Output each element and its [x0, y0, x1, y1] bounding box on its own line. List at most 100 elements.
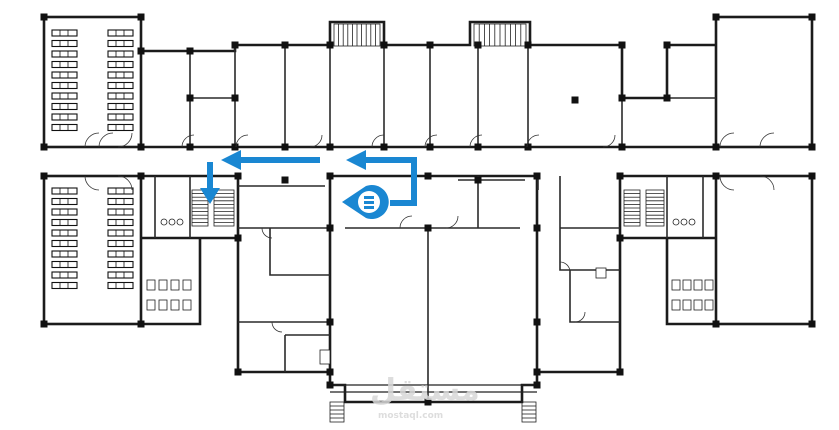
left-wing-lower: [42, 174, 143, 326]
location-badge[interactable]: [342, 185, 389, 219]
columns: [40, 13, 816, 406]
desk: [51, 60, 78, 69]
sink: [595, 267, 607, 279]
desk: [107, 39, 134, 48]
column: [380, 41, 388, 49]
column: [137, 47, 145, 55]
toilet-stall: [693, 299, 703, 311]
desk: [107, 123, 134, 132]
toilet-stall: [182, 279, 192, 291]
column: [426, 41, 434, 49]
column: [571, 96, 579, 104]
column: [524, 143, 532, 151]
desk: [51, 102, 78, 111]
column: [474, 143, 482, 151]
desk: [107, 29, 134, 37]
column: [533, 381, 541, 389]
navigation-route: [200, 150, 417, 206]
door: [559, 261, 571, 273]
column: [281, 41, 289, 49]
desk: [51, 113, 78, 121]
route-arrowhead-west: [221, 150, 241, 170]
desk: [51, 239, 78, 248]
column: [186, 94, 194, 102]
column: [618, 94, 626, 102]
column: [234, 234, 242, 242]
right-wing-lower: [714, 174, 814, 326]
column: [326, 368, 334, 376]
watermark: مستقل mostaql.com: [370, 373, 480, 421]
stairs: [191, 23, 665, 423]
toilet-stall: [158, 279, 168, 291]
desk: [51, 39, 78, 48]
column: [426, 143, 434, 151]
desk: [51, 92, 78, 100]
door: [117, 132, 133, 148]
elevator: [319, 349, 331, 365]
door: [399, 215, 413, 229]
door: [261, 227, 273, 239]
column: [808, 13, 816, 21]
desk: [51, 250, 78, 258]
sink: [672, 218, 680, 226]
desk: [51, 218, 78, 227]
column: [281, 176, 289, 184]
door: [469, 134, 483, 148]
door: [424, 134, 438, 148]
desk: [107, 271, 134, 279]
partition: [269, 228, 330, 276]
desk: [107, 187, 134, 195]
toilet-stall: [671, 299, 681, 311]
desk: [51, 50, 78, 58]
route-arrowhead-south: [200, 188, 220, 204]
door: [719, 132, 735, 148]
door: [309, 134, 323, 148]
partition: [559, 176, 620, 271]
column: [533, 224, 541, 232]
door: [719, 175, 735, 191]
column: [533, 172, 541, 180]
right-wing-upper: [714, 15, 814, 149]
door: [526, 134, 540, 148]
column: [326, 224, 334, 232]
desk: [107, 250, 134, 258]
desk: [107, 208, 134, 216]
classroom-desks: [51, 29, 134, 290]
watermark-subtext: mostaql.com: [378, 411, 443, 421]
column: [40, 320, 48, 328]
column: [808, 320, 816, 328]
column: [524, 41, 532, 49]
badge-mark: [364, 196, 374, 199]
south-porch: [330, 384, 537, 393]
door: [271, 321, 283, 333]
toilet-stall: [170, 279, 180, 291]
badge-mark: [364, 201, 374, 204]
column: [326, 143, 334, 151]
toilet-stall: [146, 299, 156, 311]
east-south-block: [537, 176, 622, 374]
column: [231, 143, 239, 151]
column: [712, 320, 720, 328]
column: [326, 318, 334, 326]
column: [712, 143, 720, 151]
column: [326, 172, 334, 180]
column: [137, 320, 145, 328]
column: [712, 172, 720, 180]
desk: [51, 29, 78, 37]
west-south-block: [236, 176, 330, 374]
column: [474, 41, 482, 49]
column: [234, 172, 242, 180]
door: [371, 134, 385, 148]
column: [533, 318, 541, 326]
sink: [168, 218, 176, 226]
column: [424, 172, 432, 180]
column: [616, 368, 624, 376]
desk: [107, 60, 134, 69]
column: [186, 143, 194, 151]
desk: [107, 81, 134, 90]
desk: [51, 281, 78, 290]
route-arrowhead-west: [346, 150, 366, 170]
desk: [51, 260, 78, 269]
column: [663, 94, 671, 102]
